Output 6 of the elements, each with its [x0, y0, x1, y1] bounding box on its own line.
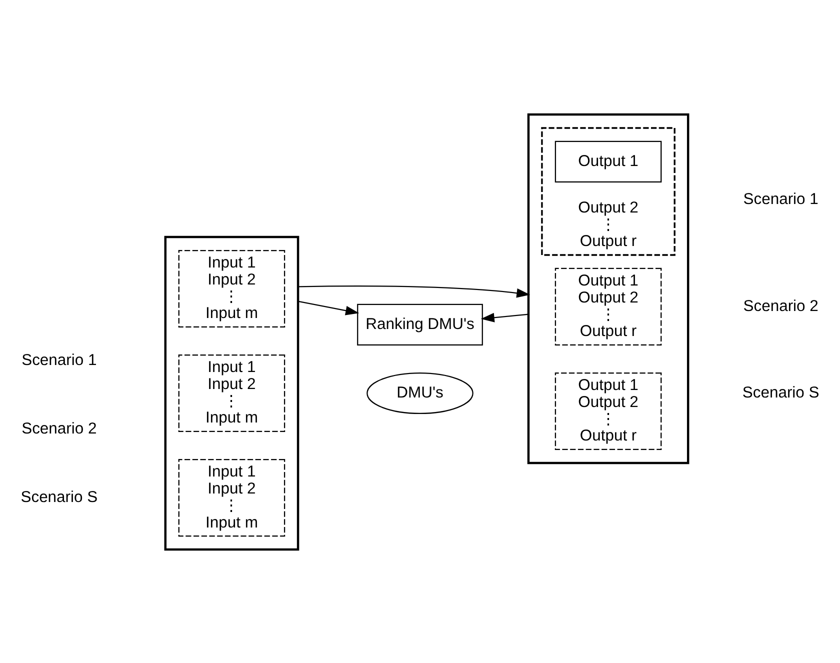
label: Scenario 2 [22, 420, 97, 437]
label: Scenario S [20, 488, 98, 506]
label: Scenario 2 [743, 297, 818, 314]
label: Scenario 1 [743, 190, 818, 208]
label: Scenario 1 [22, 351, 97, 368]
label: Scenario S [742, 384, 820, 401]
